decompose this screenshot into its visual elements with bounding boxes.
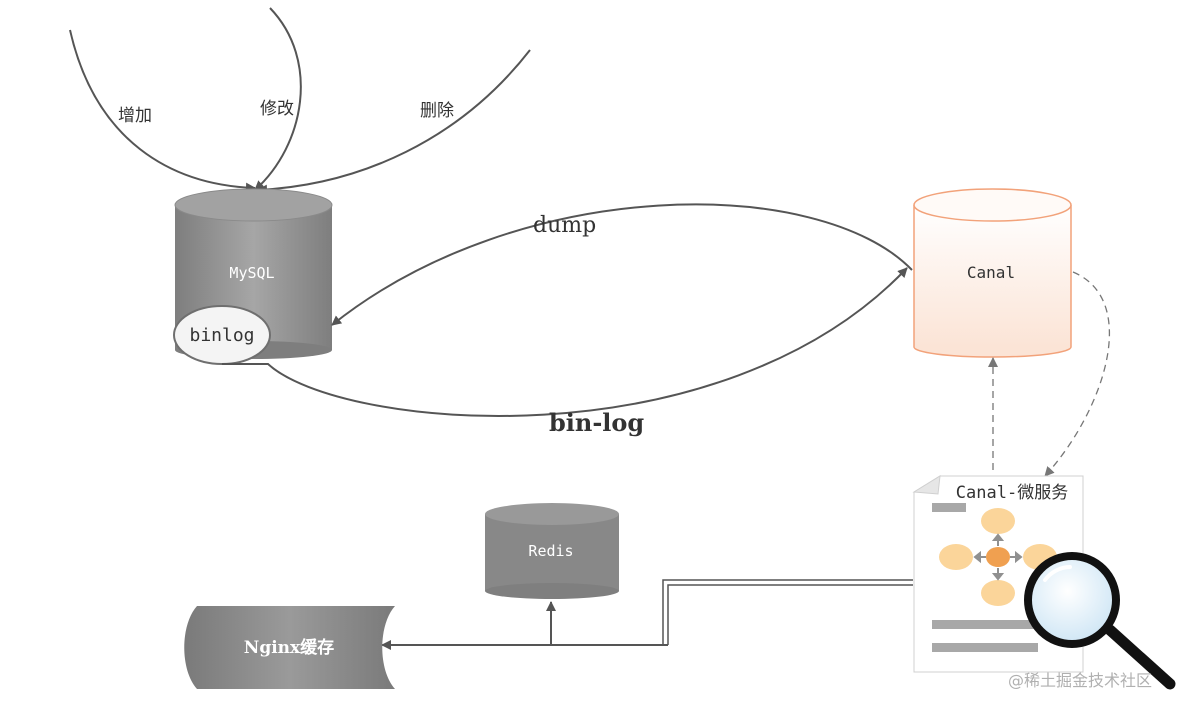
binlog-label: binlog	[189, 325, 254, 346]
nginx-cache: Nginx缓存	[184, 606, 395, 689]
dump-arrow	[331, 203, 913, 326]
doc-bar	[932, 643, 1038, 652]
redis-cache: Redis	[485, 503, 619, 599]
service-node	[981, 508, 1015, 534]
watermark: @稀土掘金技术社区	[1008, 671, 1152, 690]
canal-label: Canal	[967, 263, 1015, 282]
canal-server: Canal	[913, 188, 1072, 358]
binlog-edge-label: bin-log	[549, 408, 644, 437]
modify-label: 修改	[260, 99, 294, 119]
binlog-node: binlog	[173, 305, 271, 365]
service-hub	[986, 547, 1010, 567]
binlog-arrow	[222, 267, 908, 417]
redis-label: Redis	[528, 542, 573, 560]
delete-label: 删除	[420, 101, 454, 121]
add-label: 增加	[118, 106, 152, 126]
modify-arrow	[254, 7, 302, 191]
microservice-label: Canal-微服务	[956, 483, 1068, 503]
doc-bar	[932, 503, 966, 512]
service-node	[981, 580, 1015, 606]
magnifier-icon	[1024, 552, 1176, 690]
doc-bar	[932, 620, 1044, 629]
add-arrow	[69, 29, 256, 193]
operation-arrows	[69, 7, 531, 195]
nginx-label: Nginx缓存	[244, 637, 334, 658]
service-node	[939, 544, 973, 570]
dump-label: dump	[533, 213, 596, 238]
delete-arrow	[257, 49, 531, 195]
microservice-to-cache-connector	[662, 579, 913, 645]
mysql-label: MySQL	[229, 264, 274, 282]
canal-to-microservice-arrow	[1044, 271, 1110, 477]
